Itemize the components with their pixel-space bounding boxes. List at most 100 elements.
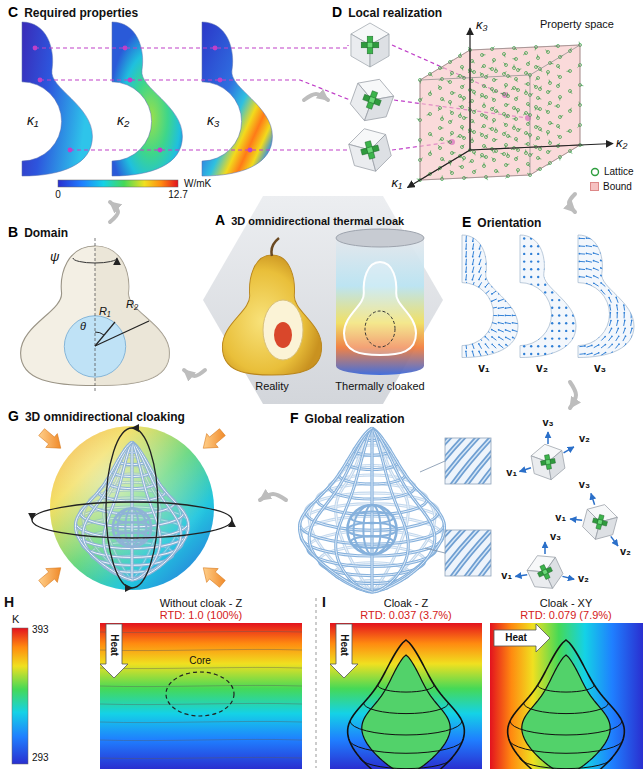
- orientation-map: [551, 299, 553, 301]
- orientation-map: [629, 274, 631, 276]
- lattice-cloak: [371, 428, 374, 592]
- heat-arrow: [203, 568, 225, 588]
- lattice-point: [539, 128, 542, 131]
- stage-hexagon: [203, 196, 443, 404]
- panel-letter: F: [290, 410, 299, 426]
- zoom-inset: [477, 530, 491, 576]
- unit-cell: [361, 89, 384, 112]
- lattice-point: [549, 102, 552, 105]
- orientation-map: [512, 351, 514, 353]
- unit-cell: [349, 139, 376, 176]
- orientation-map: [471, 328, 473, 330]
- orientation-map: [614, 244, 616, 246]
- orientation-map: [484, 321, 486, 323]
- orientation-map: [465, 321, 467, 326]
- orientation-map: [537, 322, 539, 324]
- orientation-map: [492, 278, 494, 280]
- lattice-point: [493, 99, 496, 102]
- unit-cell: [351, 23, 389, 67]
- orientation-map: [610, 305, 611, 310]
- direction-arrow: [562, 576, 574, 579]
- flow-arrow: [260, 494, 286, 500]
- lattice-point: [439, 87, 442, 90]
- axis-arrow: [469, 28, 470, 150]
- unit-cell: [361, 36, 379, 54]
- orientation-map: [572, 268, 574, 270]
- temperature-field: [100, 685, 302, 686]
- orientation-map: [558, 276, 560, 278]
- property-maps: [112, 22, 182, 176]
- mapping-line: [68, 148, 73, 153]
- cloaking-sphere: [118, 508, 147, 546]
- orientation-map: [506, 345, 511, 348]
- lattice-point: [491, 128, 494, 131]
- lattice-point: [471, 100, 474, 103]
- orientation-map: [530, 314, 532, 316]
- lattice-point: [495, 70, 498, 73]
- lattice-point: [495, 150, 498, 153]
- lattice-point: [495, 90, 498, 93]
- lattice-point: [471, 140, 474, 143]
- orientation-map: [478, 322, 483, 325]
- orientation-map: [506, 330, 511, 332]
- panel-divider: [316, 598, 317, 768]
- lattice-point: [537, 117, 540, 120]
- orientation-map: [609, 328, 612, 333]
- colorbar: [58, 180, 178, 187]
- mapping-line: [70, 149, 348, 150]
- orientation-map: [472, 279, 474, 281]
- zoom-inset: [407, 433, 524, 489]
- orientation-map: [492, 283, 496, 287]
- domain-figure: [73, 258, 117, 263]
- figure-panel: EOrientation: [458, 212, 639, 382]
- orientation-map: [478, 343, 480, 345]
- orientation-map: [594, 329, 598, 333]
- orientation-map: [512, 329, 514, 331]
- orientation-map: [513, 260, 517, 264]
- orientation-map: [499, 255, 501, 257]
- lattice-point: [461, 106, 464, 109]
- orientation-map: [465, 271, 467, 273]
- panel-letter: I: [322, 594, 326, 610]
- orientation-map: [523, 260, 525, 262]
- property-space: [346, 23, 613, 188]
- orientation-map: [530, 307, 532, 309]
- dimension-symbol: R₂: [126, 298, 138, 311]
- orientation-map: [609, 321, 611, 326]
- orientation-map: [611, 328, 613, 330]
- direction-arrow: [570, 519, 582, 520]
- orientation-map: [623, 312, 625, 314]
- heat-label: Heat: [505, 632, 527, 644]
- orientation-map: [630, 282, 633, 287]
- orientation-map: [551, 237, 553, 239]
- orientation-map: [479, 240, 481, 242]
- orientation-map: [463, 314, 465, 316]
- dimension-symbol: θ: [80, 320, 86, 333]
- axis-label: κ₂: [616, 136, 627, 151]
- orientation-map: [479, 259, 481, 264]
- orientation-map: [544, 353, 546, 355]
- orientation-map: [629, 260, 633, 264]
- rtd-value: RTD: 0.079 (7.9%): [520, 609, 612, 622]
- orientation-map: [462, 235, 634, 358]
- cloak-illustration: [222, 255, 321, 375]
- orientation-map: [493, 236, 495, 241]
- direction-arrow: [544, 542, 546, 554]
- domain-figure: [95, 321, 149, 346]
- orientation-map: [484, 301, 486, 303]
- orientation-map: [565, 260, 567, 262]
- orientation-map: [600, 244, 602, 246]
- temperature-field: [362, 655, 450, 769]
- figure-panel: G3D omnidirectional cloaking: [4, 406, 260, 595]
- heat-flow-arrow: [100, 624, 128, 678]
- orientation-map: [465, 297, 467, 302]
- temperature-field: [100, 623, 302, 769]
- orientation-map: [470, 315, 476, 317]
- orientation-map: [630, 290, 632, 295]
- orientation-map: [579, 330, 584, 331]
- orientation-map: [499, 240, 501, 242]
- lattice-point: [557, 125, 560, 128]
- orientation-map: [544, 284, 546, 286]
- lattice-point: [525, 112, 528, 115]
- lattice-point: [503, 133, 506, 136]
